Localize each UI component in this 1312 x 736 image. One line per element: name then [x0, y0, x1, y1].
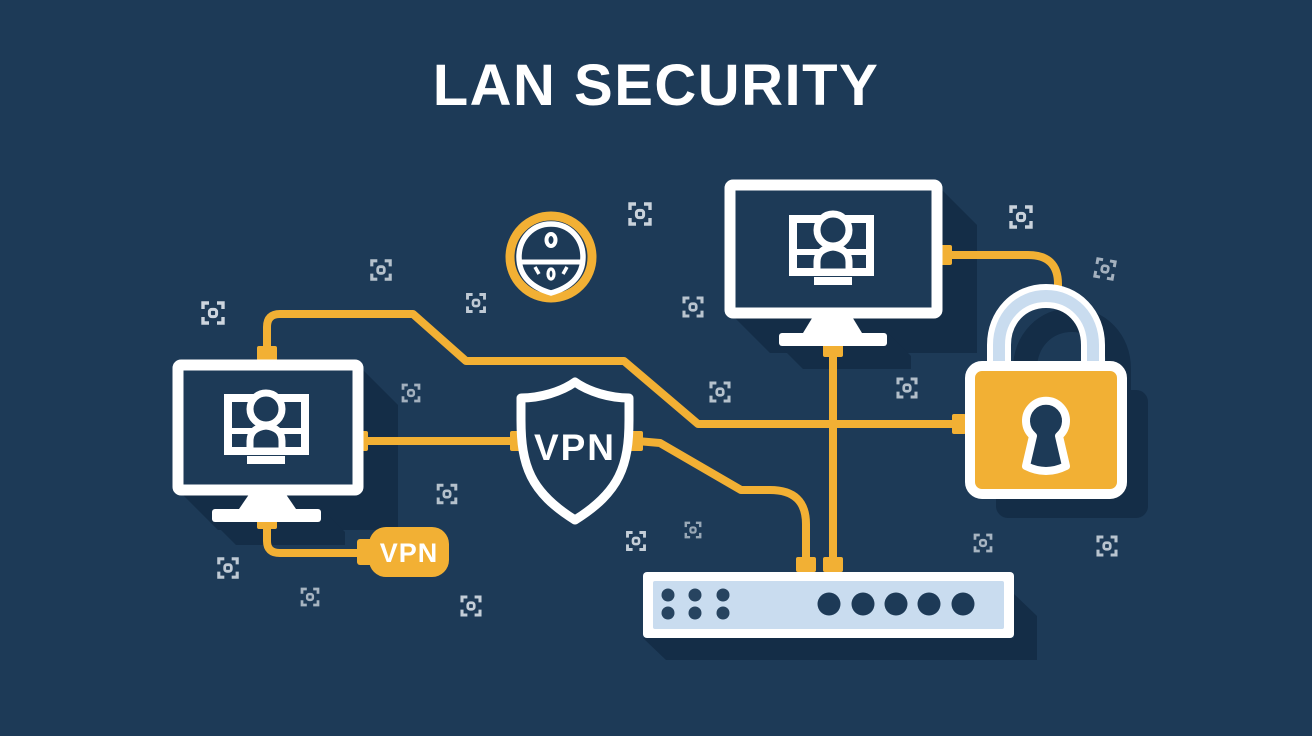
- scan-frame-icon: [460, 595, 482, 617]
- scan-frame-icon: [709, 381, 731, 403]
- plug: [257, 346, 277, 361]
- pin-outline: [516, 221, 586, 296]
- top-workstation: [724, 179, 943, 346]
- scan-frame-icon: [684, 521, 702, 539]
- switch-shadow: [643, 594, 1037, 660]
- scan-frame-icon: [973, 533, 993, 553]
- scan-frame-icon: [626, 531, 646, 551]
- pin-dot: [546, 267, 556, 281]
- scan-frame-icon: [1093, 257, 1117, 281]
- left-monitor-shadow: [178, 365, 398, 530]
- padlock-icon: [965, 283, 1127, 499]
- page-title: LAN SECURITY: [432, 53, 880, 118]
- plug: [823, 557, 843, 572]
- monitor-stand: [239, 490, 296, 509]
- monitor-base: [779, 333, 887, 346]
- padlock-shackle-shadow: [1013, 307, 1131, 398]
- scan-frame-icon: [370, 259, 392, 281]
- scan-frame-icon: [1096, 535, 1118, 557]
- secure-pin-badge-icon: [505, 211, 597, 303]
- scan-frame-icon: [466, 293, 486, 313]
- cable-leftmonitor-to-padlock: [263, 310, 956, 428]
- cable-shield-to-switch: [633, 437, 810, 566]
- pin-marks: [533, 266, 569, 275]
- cable-topmonitor-to-padlock: [946, 251, 1062, 306]
- vpn-badge: VPN: [357, 527, 449, 577]
- padlock-keyhole: [1022, 396, 1070, 475]
- vpn-shield-icon: VPN: [516, 377, 634, 525]
- monitor-base: [212, 509, 321, 522]
- scan-frame-icon: [436, 483, 458, 505]
- monitor-user-icon: [224, 389, 309, 464]
- left-monitor-base-shadow: [212, 508, 345, 545]
- scan-frame-icon: [201, 301, 225, 325]
- vpn-badge-label: VPN: [380, 538, 439, 568]
- plug: [796, 557, 816, 572]
- pin-lens: [544, 232, 558, 248]
- scan-frame-icon: [300, 587, 320, 607]
- network-switch-icon: [643, 572, 1014, 638]
- scan-frame-icon: [1009, 205, 1033, 229]
- monitor-user-icon: [789, 210, 874, 285]
- switch-leds: [661, 588, 730, 620]
- cable-leftmonitor-to-vpnbadge: [263, 518, 366, 557]
- scan-frame-icon: [896, 377, 918, 399]
- padlock-shackle: [993, 289, 1099, 374]
- top-monitor-base-shadow: [779, 332, 911, 369]
- pin-ring: [505, 211, 597, 303]
- left-workstation: [172, 359, 364, 522]
- plug: [952, 414, 966, 434]
- scan-frame-icon: [682, 296, 704, 318]
- vpn-shield-label: VPN: [534, 427, 616, 468]
- network-cables: [263, 251, 1062, 566]
- scan-frame-icon: [217, 557, 239, 579]
- switch-ports: [817, 592, 975, 616]
- scan-frame-icon: [401, 383, 421, 403]
- shield-outline: [516, 377, 634, 525]
- monitor-stand: [803, 315, 862, 333]
- vpn-badge-pill: [369, 527, 449, 577]
- scan-frame-icon: [628, 202, 652, 226]
